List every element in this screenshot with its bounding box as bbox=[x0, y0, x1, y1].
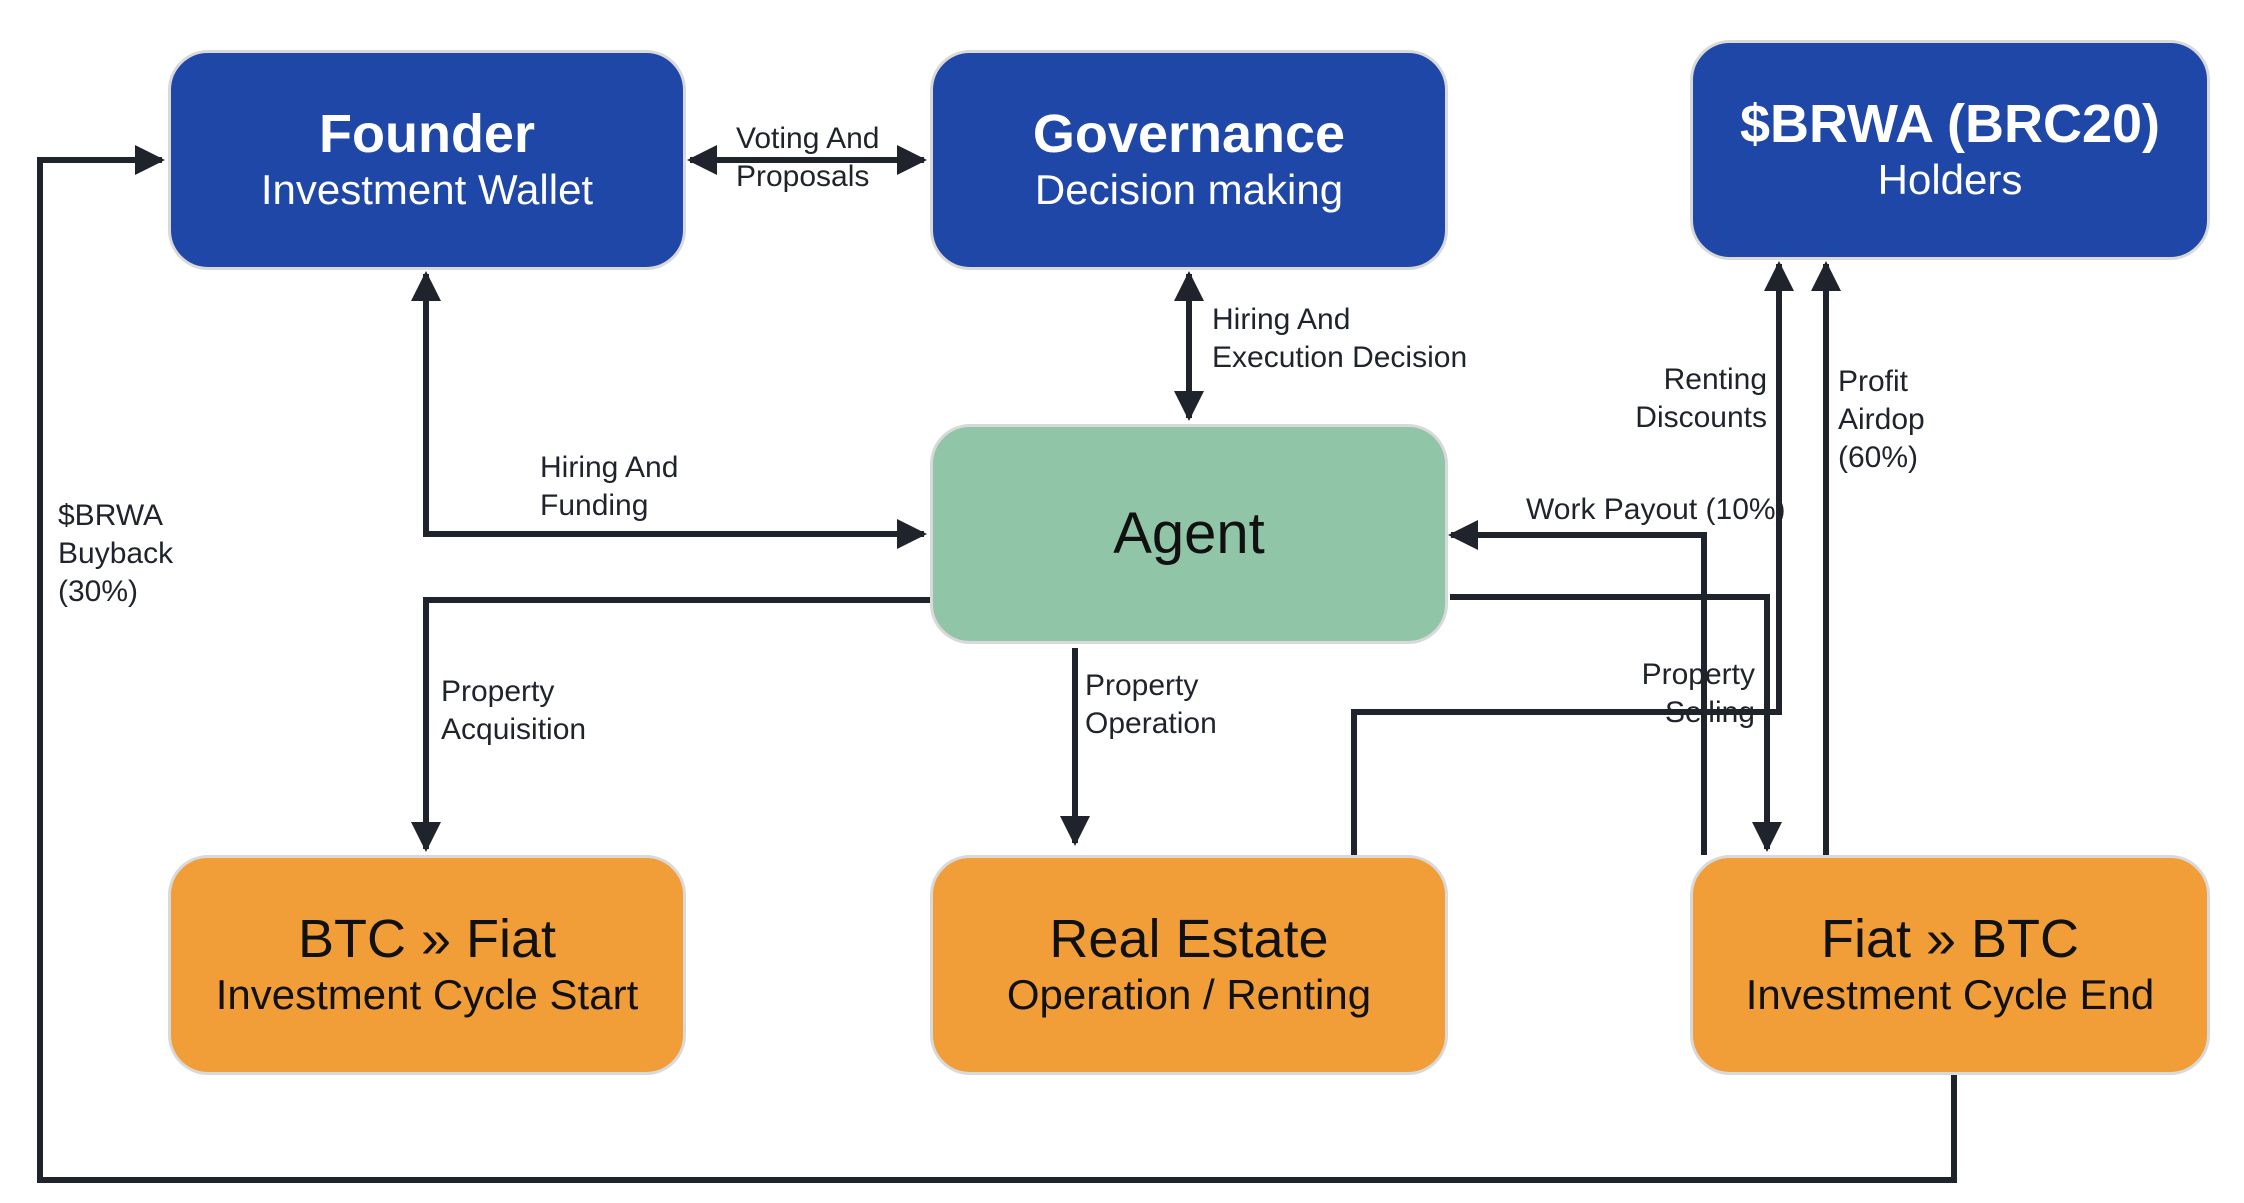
edge-work-payout bbox=[1448, 520, 1707, 855]
label-voting: Voting And Proposals bbox=[736, 122, 880, 193]
label-buyback: $BRWA Buyback (30%) bbox=[58, 499, 174, 608]
edge-selling bbox=[1450, 594, 1782, 852]
edge-renting-discounts bbox=[1351, 261, 1794, 855]
label-profit-airdrop: Profit Airdop (60%) bbox=[1838, 365, 1925, 474]
label-hiring-funding: Hiring And Funding bbox=[540, 451, 679, 522]
label-work-payout: Work Payout (10%) bbox=[1526, 493, 1786, 526]
edge-buyback bbox=[37, 145, 1957, 1183]
label-selling: Property Selling bbox=[1641, 658, 1755, 729]
node-brwa-holders[interactable]: $BRWA (BRC20) Holders bbox=[1690, 40, 2210, 260]
label-operation: Property Operation bbox=[1085, 669, 1217, 740]
node-fiat-btc[interactable]: Fiat » BTC Investment Cycle End bbox=[1690, 855, 2210, 1075]
edge-hiring-funding bbox=[411, 271, 927, 549]
node-real-estate[interactable]: Real Estate Operation / Renting bbox=[930, 855, 1448, 1075]
label-renting-discounts: Renting Discounts bbox=[1635, 363, 1767, 434]
node-founder-subtitle: Investment Wallet bbox=[260, 166, 594, 213]
label-acquisition: Property Acquisition bbox=[441, 675, 587, 746]
node-btc-fiat-subtitle: Investment Cycle Start bbox=[215, 971, 639, 1018]
node-governance-subtitle: Decision making bbox=[1034, 166, 1344, 213]
node-real-estate-title: Real Estate bbox=[1049, 909, 1329, 969]
node-governance[interactable]: Governance Decision making bbox=[930, 50, 1448, 270]
node-agent[interactable]: Agent bbox=[930, 424, 1448, 644]
node-brwa-title: $BRWA (BRC20) bbox=[1739, 94, 2161, 154]
node-agent-title: Agent bbox=[1113, 501, 1265, 566]
node-founder[interactable]: Founder Investment Wallet bbox=[168, 50, 686, 270]
node-real-estate-subtitle: Operation / Renting bbox=[1006, 971, 1372, 1018]
node-brwa-subtitle: Holders bbox=[1877, 156, 2023, 203]
node-fiat-btc-title: Fiat » BTC bbox=[1820, 909, 2080, 969]
label-hiring-execution: Hiring And Execution Decision bbox=[1212, 303, 1468, 374]
node-btc-fiat-title: BTC » Fiat bbox=[297, 909, 557, 969]
node-governance-title: Governance bbox=[1032, 104, 1346, 164]
node-btc-fiat[interactable]: BTC » Fiat Investment Cycle Start bbox=[168, 855, 686, 1075]
node-fiat-btc-subtitle: Investment Cycle End bbox=[1745, 971, 2155, 1018]
edge-acquisition bbox=[411, 597, 930, 852]
node-founder-title: Founder bbox=[319, 104, 535, 164]
